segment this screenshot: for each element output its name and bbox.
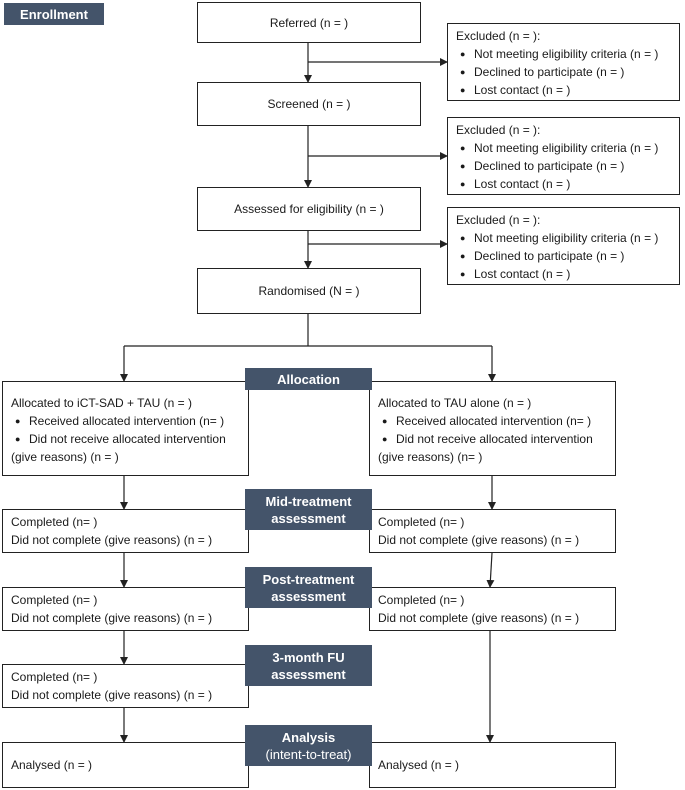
- completed-text: Completed (n= ): [378, 593, 465, 607]
- completed-text: Completed (n= ): [11, 670, 98, 684]
- fu-label: 3-month FU assessment: [245, 645, 372, 686]
- allocated-left-not-received: Did not receive allocated intervention: [11, 430, 240, 448]
- allocated-left-received: Received allocated intervention (n= ): [11, 412, 240, 430]
- analysed-text: Analysed (n = ): [378, 758, 460, 772]
- post-left-box: Completed (n= ) Did not complete (give r…: [2, 587, 249, 631]
- allocated-right-received: Received allocated intervention (n= ): [378, 412, 607, 430]
- not-completed-text: Did not complete (give reasons) (n = ): [11, 611, 213, 625]
- completed-text: Completed (n= ): [11, 515, 98, 529]
- analysis-label: Analysis (intent-to-treat): [245, 725, 372, 766]
- allocated-left-title: Allocated to iCT-SAD + TAU (n = ): [11, 396, 192, 410]
- excluded-title: Excluded (n = ):: [456, 29, 541, 43]
- excluded-item: Lost contact (n = ): [456, 81, 671, 99]
- allocated-right-reasons: (give reasons) (n= ): [378, 450, 483, 464]
- excluded-item: Lost contact (n = ): [456, 175, 671, 193]
- post-treatment-label: Post-treatment assessment: [245, 567, 372, 608]
- excluded-title: Excluded (n = ):: [456, 213, 541, 227]
- excluded-item: Not meeting eligibility criteria (n = ): [456, 229, 671, 247]
- excluded-item: Not meeting eligibility criteria (n = ): [456, 45, 671, 63]
- mid-treatment-label: Mid-treatment assessment: [245, 489, 372, 530]
- completed-text: Completed (n= ): [11, 593, 98, 607]
- excluded-item: Declined to participate (n = ): [456, 247, 671, 265]
- arrow-right-mid-post: [486, 552, 495, 588]
- not-completed-text: Did not complete (give reasons) (n = ): [378, 533, 580, 547]
- analysed-text: Analysed (n = ): [11, 758, 93, 772]
- allocated-left-box: Allocated to iCT-SAD + TAU (n = ) Receiv…: [2, 381, 249, 476]
- not-completed-text: Did not complete (give reasons) (n = ): [11, 688, 213, 702]
- allocated-right-box: Allocated to TAU alone (n = ) Received a…: [369, 381, 616, 476]
- not-completed-text: Did not complete (give reasons) (n = ): [378, 611, 580, 625]
- analysed-right-box: Analysed (n = ): [369, 742, 616, 788]
- excluded-item: Lost contact (n = ): [456, 265, 671, 283]
- completed-text: Completed (n= ): [378, 515, 465, 529]
- not-completed-text: Did not complete (give reasons) (n = ): [11, 533, 213, 547]
- mid-left-box: Completed (n= ) Did not complete (give r…: [2, 509, 249, 553]
- excluded-item: Declined to participate (n = ): [456, 157, 671, 175]
- excluded-box-1: Excluded (n = ): Not meeting eligibility…: [447, 23, 680, 101]
- analysed-left-box: Analysed (n = ): [2, 742, 249, 788]
- referred-box: Referred (n = ): [197, 2, 421, 43]
- excluded-item: Declined to participate (n = ): [456, 63, 671, 81]
- excluded-item: Not meeting eligibility criteria (n = ): [456, 139, 671, 157]
- screened-box: Screened (n = ): [197, 82, 421, 126]
- excluded-box-3: Excluded (n = ): Not meeting eligibility…: [447, 207, 680, 285]
- allocated-right-not-received: Did not receive allocated intervention: [378, 430, 607, 448]
- allocated-right-title: Allocated to TAU alone (n = ): [378, 396, 532, 410]
- allocated-left-reasons: (give reasons) (n = ): [11, 450, 119, 464]
- excluded-box-2: Excluded (n = ): Not meeting eligibility…: [447, 117, 680, 195]
- excluded-title: Excluded (n = ):: [456, 123, 541, 137]
- fu-left-box: Completed (n= ) Did not complete (give r…: [2, 664, 249, 708]
- assessed-box: Assessed for eligibility (n = ): [197, 187, 421, 231]
- post-right-box: Completed (n= ) Did not complete (give r…: [369, 587, 616, 631]
- allocation-label: Allocation: [245, 368, 372, 390]
- mid-right-box: Completed (n= ) Did not complete (give r…: [369, 509, 616, 553]
- randomised-box: Randomised (N = ): [197, 268, 421, 314]
- enrollment-label: Enrollment: [4, 3, 104, 25]
